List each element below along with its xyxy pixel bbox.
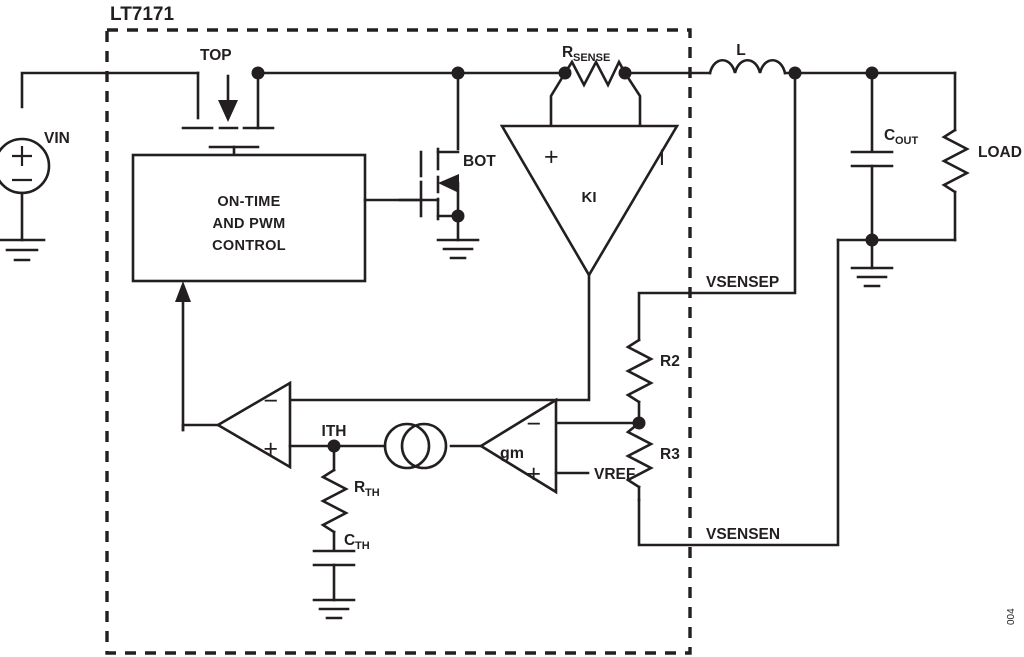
- vsensep-label: VSENSEP: [706, 274, 779, 291]
- vin-label: VIN: [44, 130, 70, 147]
- ground-symbol-cth: [312, 598, 356, 620]
- r2-resistor: [625, 338, 654, 404]
- wire-comparator-output: [181, 423, 220, 432]
- wire-rsense-tap-plus: [549, 71, 567, 128]
- r2-label: R2: [660, 353, 680, 370]
- pwm-comparator: [215, 380, 292, 470]
- bot-mosfet: [398, 147, 460, 221]
- cout-capacitor: [850, 150, 894, 168]
- wire-vsensen: [637, 238, 840, 547]
- comparator-minus-input-symbol: −: [263, 387, 278, 415]
- gm-minus-input-symbol: −: [526, 410, 541, 438]
- ki-plus-input-symbol: +: [544, 143, 559, 171]
- vref-label: VREF: [594, 466, 635, 483]
- vsensen-label: VSENSEN: [706, 526, 780, 543]
- control-block-line2: AND PWM: [213, 216, 286, 232]
- ground-symbol-bot: [436, 238, 480, 260]
- ground-symbol-output: [850, 266, 894, 288]
- cth-sublabel: TH: [355, 540, 370, 552]
- r3-label: R3: [660, 446, 680, 463]
- cth-label: C: [344, 532, 355, 549]
- ic-boundary-dashed-rect: [105, 28, 692, 655]
- load-resistor: [941, 128, 970, 194]
- figure-id-label: 004: [1006, 608, 1017, 625]
- rsense-sublabel: SENSE: [573, 52, 610, 64]
- current-source-symbol: [383, 422, 448, 470]
- rth-sublabel: TH: [365, 487, 380, 499]
- ic-title-label: LT7171: [110, 4, 175, 25]
- wire-ki-output-to-comparator: [288, 273, 591, 402]
- rth-label: R: [354, 479, 365, 496]
- comparator-plus-input-symbol: +: [263, 435, 278, 463]
- gm-amp-label: gm: [500, 445, 524, 462]
- ground-symbol-vin: [0, 238, 46, 262]
- control-block-line3: CONTROL: [212, 238, 286, 254]
- cth-capacitor: [312, 549, 356, 567]
- control-block-line1: ON-TIME: [217, 194, 280, 210]
- vin-plus-symbol: [12, 146, 32, 166]
- rth-resistor: [320, 468, 349, 534]
- ki-amp-label: KI: [582, 189, 597, 206]
- inductor-L: [708, 58, 787, 75]
- cout-sublabel: OUT: [895, 135, 919, 147]
- cout-label: C: [884, 127, 895, 144]
- ki-amplifier: [499, 124, 680, 278]
- top-mosfet: [181, 71, 275, 157]
- gm-plus-input-symbol: +: [526, 460, 541, 488]
- load-label: LOAD: [978, 144, 1022, 161]
- wire-vin-to-top-fet: [20, 71, 200, 109]
- control-block-rect: [131, 153, 367, 283]
- rsense-label: R: [562, 44, 573, 61]
- ith-label: ITH: [322, 423, 347, 440]
- gm-amplifier: [478, 397, 558, 495]
- inductor-label: L: [736, 42, 745, 59]
- r3-resistor: [625, 421, 654, 489]
- vin-source-circle: [0, 137, 51, 195]
- bot-fet-label: BOT: [463, 153, 496, 170]
- top-fet-label: TOP: [200, 47, 232, 64]
- rsense-resistor: [563, 59, 627, 88]
- wire-vsensep: [637, 71, 797, 342]
- wire-rsense-tap-minus: [623, 71, 642, 128]
- ki-minus-input-symbol: I: [659, 145, 665, 170]
- arrow-into-control-block: [175, 281, 191, 302]
